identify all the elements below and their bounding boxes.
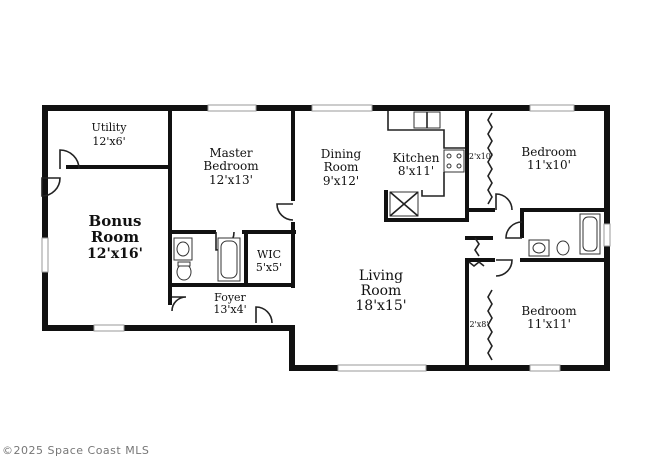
exterior-side-door <box>41 177 61 197</box>
utility-size: 12'x6' <box>92 135 125 148</box>
bedroom-2-door <box>495 259 513 277</box>
wic-size: 5'x5' <box>256 261 282 274</box>
bedroom-1-size: 11'x10' <box>527 158 571 172</box>
bonus-room-size: 12'x16' <box>87 246 143 262</box>
kitchen-fixtures <box>387 111 465 217</box>
foyer-door <box>171 296 187 312</box>
bonus-room-name-2: Room <box>91 228 139 246</box>
doors <box>41 149 523 324</box>
bedroom-1-door <box>495 193 513 211</box>
kitchen-name: Kitchen <box>393 151 440 165</box>
living-room-name-1: Living <box>359 268 403 284</box>
master-bedroom-name-2: Bedroom <box>203 159 259 173</box>
dining-room-size: 9'x12' <box>323 174 359 188</box>
master-bedroom-name-1: Master <box>209 146 253 160</box>
foyer-size: 13'x4' <box>213 303 246 316</box>
bedroom-1-name: Bedroom <box>521 145 577 159</box>
stove-icon <box>443 149 465 173</box>
bonus-room-name-1: Bonus <box>89 212 142 230</box>
living-room-size: 18'x15' <box>355 298 406 314</box>
master-bath-fixtures <box>173 237 241 282</box>
living-room-name-2: Room <box>361 283 402 299</box>
master-bedroom-size: 12'x13' <box>209 173 253 187</box>
wic-name: WIC <box>257 248 281 261</box>
bedroom-2-name: Bedroom <box>521 304 577 318</box>
windows <box>41 104 611 372</box>
interior-walls <box>66 105 610 371</box>
master-door <box>276 203 294 221</box>
hall-toilet-icon <box>556 240 570 256</box>
room-labels: Utility 12'x6' Master Bedroom 12'x13' Di… <box>87 121 577 331</box>
kitchen-size: 8'x11' <box>398 164 434 178</box>
bedroom-2-size: 11'x11' <box>527 317 571 331</box>
front-door <box>255 306 273 324</box>
closets <box>468 112 493 361</box>
dining-room-name-2: Room <box>324 160 359 174</box>
utility-door <box>59 149 80 170</box>
closet-1-size: 2'x10' <box>469 152 493 161</box>
hall-bath-fixtures <box>528 213 601 257</box>
closet-2-size: 2'x8' <box>469 320 488 329</box>
hall-bath-door <box>505 221 523 239</box>
utility-name: Utility <box>92 121 128 134</box>
dining-room-name-1: Dining <box>321 147 362 161</box>
copyright-watermark: ©2025 Space Coast MLS <box>2 444 150 457</box>
foyer-name: Foyer <box>214 291 246 304</box>
